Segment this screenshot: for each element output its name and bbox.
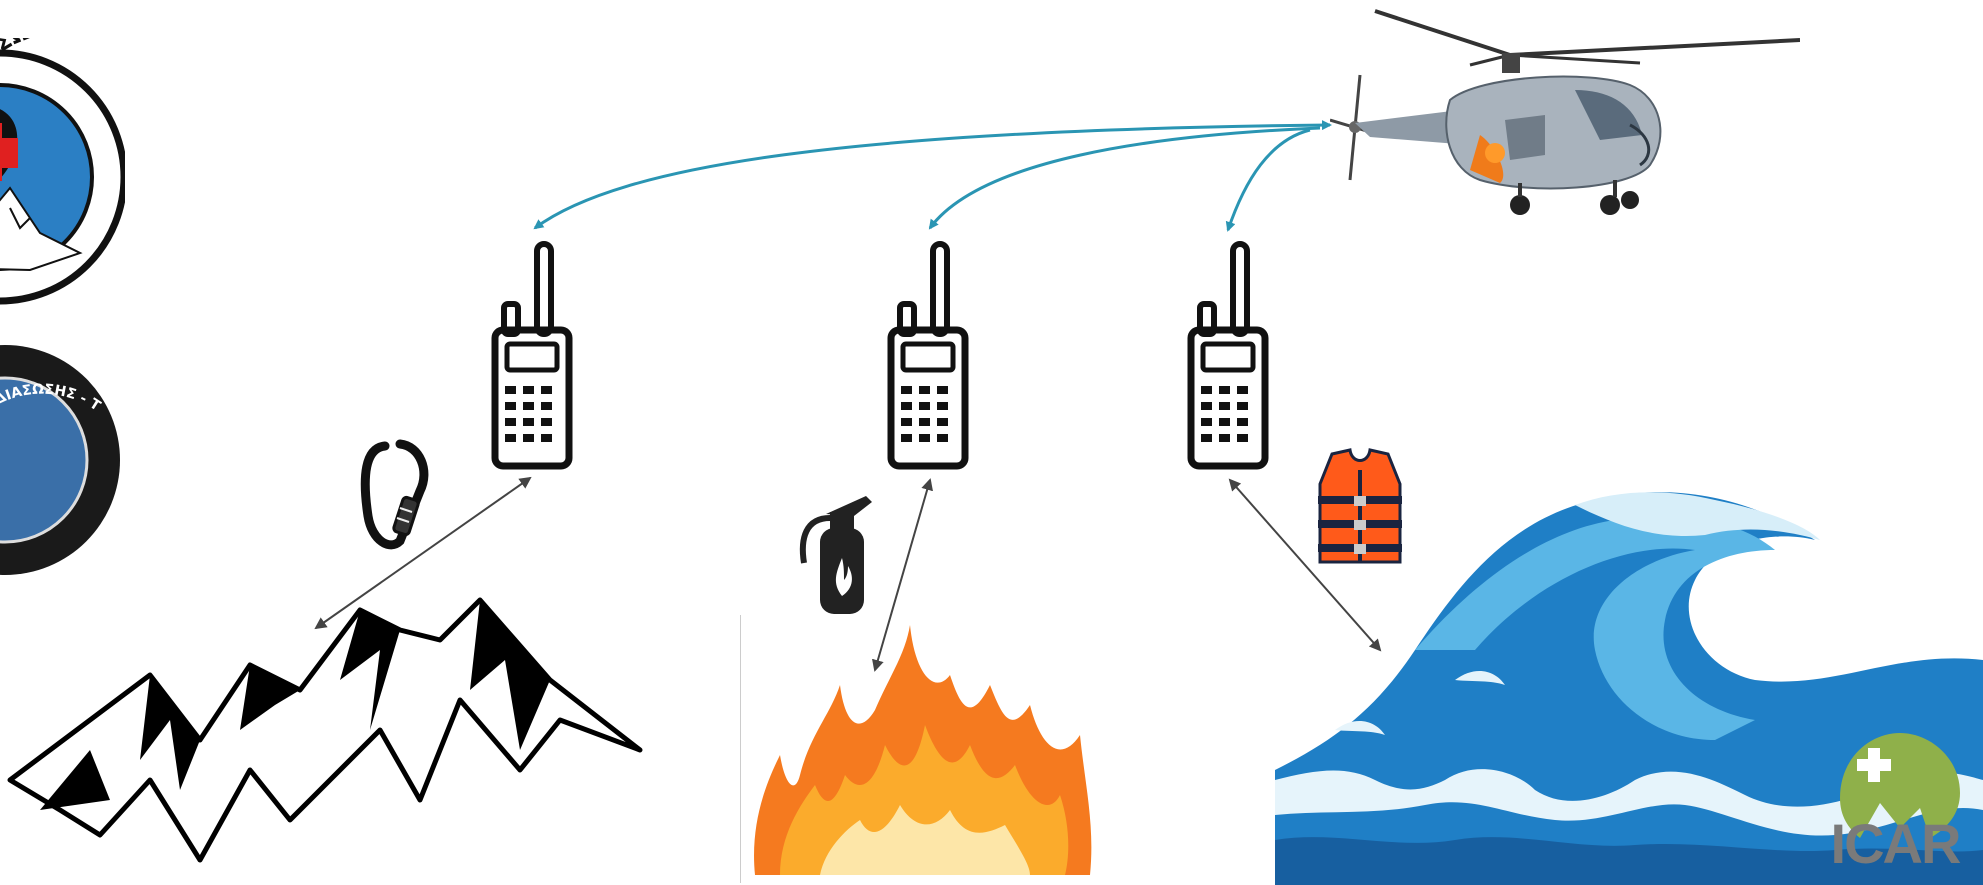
fire-extinguisher-icon [796, 488, 878, 616]
mountains-icon [0, 580, 655, 880]
radio-water-team [1186, 240, 1270, 470]
helicopter-icon [1330, 5, 1800, 240]
link-arrow-heli-radio-1 [535, 125, 1330, 228]
carabiner [360, 436, 440, 556]
carabiner-icon [360, 436, 440, 556]
icar-logo: ICAR [1820, 728, 1970, 878]
link-arrow-heli-radio-3 [1228, 130, 1310, 230]
mountains [0, 580, 655, 880]
radio-mountain-team [490, 240, 574, 470]
walkie-talkie-icon [886, 240, 970, 470]
walkie-talkie-icon [490, 240, 574, 470]
fire [740, 615, 1110, 883]
helicopter [1330, 5, 1800, 240]
walkie-talkie-icon [1186, 240, 1270, 470]
fire-extinguisher [796, 488, 878, 616]
fire-icon [740, 615, 1110, 883]
radio-fire-team [886, 240, 970, 470]
icar-wordmark: ICAR [1820, 814, 1970, 874]
link-arrow-heli-radio-2 [930, 128, 1320, 228]
